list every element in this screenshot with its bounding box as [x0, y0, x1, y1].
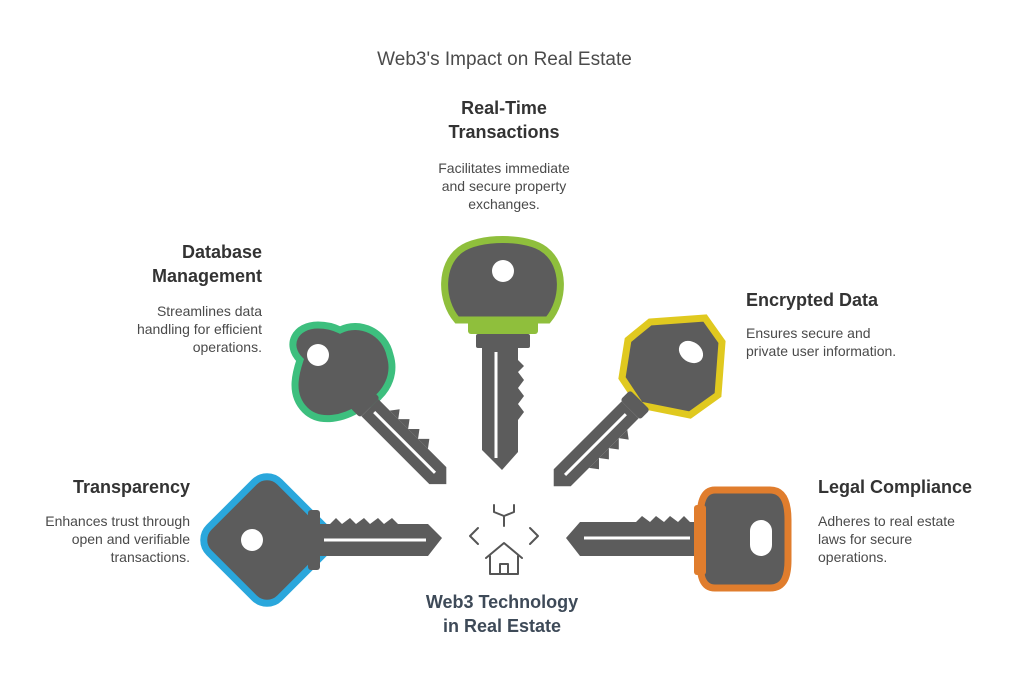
real-time-transactions-heading-line: Transactions — [448, 122, 560, 142]
transparency-key-bow — [200, 473, 334, 607]
encrypted-data-key-teeth — [589, 429, 629, 470]
plug-icon — [493, 504, 515, 527]
real-time-transactions-key-blade — [482, 348, 524, 470]
transparency-key-hole — [241, 529, 263, 551]
database-management-key-collar — [351, 389, 379, 417]
database-management-desc-line: Streamlines data — [156, 303, 262, 319]
database-management-key-groove — [373, 410, 437, 474]
legal-compliance-key — [566, 486, 792, 592]
encrypted-data-key-bow — [618, 314, 726, 419]
real-time-transactions-key-shoulder — [476, 334, 530, 348]
real-time-transactions-desc-line: exchanges. — [468, 196, 540, 212]
database-management-key-hole — [307, 344, 329, 366]
database-management-heading-line: Database — [181, 242, 262, 262]
database-management-desc-line: handling for efficient — [136, 321, 262, 337]
center-label-line: Web3 Technology — [425, 592, 579, 612]
database-management-key — [289, 321, 447, 485]
encrypted-data-desc-line: private user information. — [746, 343, 897, 359]
legal-compliance-desc-line: operations. — [818, 549, 888, 565]
encrypted-data-key-collar — [621, 391, 649, 419]
house-icon — [485, 542, 523, 575]
transparency-key-collar — [308, 510, 320, 570]
real-time-transactions-heading-line: Real-Time — [461, 98, 547, 118]
database-management-desc-line: operations. — [192, 339, 262, 355]
transparency-desc-line: open and verifiable — [71, 531, 190, 547]
legal-compliance-key-blade — [566, 516, 694, 556]
transparency-description: Enhances trust through open and verifiab… — [10, 512, 190, 566]
legal-compliance-heading: Legal Compliance — [818, 477, 973, 497]
real-time-transactions-heading: Real-Time Transactions — [404, 96, 604, 144]
transparency-key — [200, 473, 442, 607]
database-management-description: Streamlines data handling for efficient … — [80, 302, 262, 356]
transparency-key-blade — [320, 518, 442, 556]
real-time-transactions-description: Facilitates immediate and secure propert… — [404, 159, 604, 213]
encrypted-data-heading: Encrypted Data — [746, 290, 879, 310]
real-time-transactions-key-hole — [492, 260, 514, 282]
encrypted-data-key — [553, 314, 726, 487]
transparency-desc-line: transactions. — [110, 549, 190, 565]
encrypted-data-key-hole — [678, 340, 704, 364]
encrypted-data-desc-line: Ensures secure and — [746, 325, 871, 341]
real-time-transactions-desc-line: and secure property — [441, 178, 567, 194]
legal-compliance-desc-line: Adheres to real estate — [818, 513, 955, 529]
transparency-desc-line: Enhances trust through — [45, 513, 190, 529]
left-bracket-icon — [469, 527, 479, 545]
right-bracket-icon — [529, 527, 539, 545]
web3-house-icon — [469, 504, 539, 575]
legal-compliance-key-collar — [694, 505, 706, 575]
database-management-key-teeth — [389, 409, 430, 449]
legal-compliance-description: Adheres to real estate laws for secure o… — [818, 512, 1003, 566]
real-time-transactions-key — [441, 236, 564, 470]
transparency-heading: Transparency — [72, 477, 190, 497]
real-time-transactions-desc-line: Facilitates immediate — [438, 160, 570, 176]
database-management-heading: Database Management — [80, 240, 262, 288]
encrypted-data-description: Ensures secure and private user informat… — [746, 324, 986, 360]
legal-compliance-key-bow — [696, 486, 792, 592]
encrypted-data-key-groove — [563, 413, 627, 477]
real-time-transactions-key-collar — [468, 318, 538, 334]
legal-compliance-desc-line: laws for secure — [818, 531, 913, 547]
diagram-title: Web3's Impact on Real Estate — [377, 49, 632, 70]
center-label-line: in Real Estate — [442, 616, 562, 636]
legal-compliance-key-hole — [750, 520, 772, 556]
center-label: Web3 Technology in Real Estate — [380, 590, 624, 638]
database-management-heading-line: Management — [151, 266, 262, 286]
